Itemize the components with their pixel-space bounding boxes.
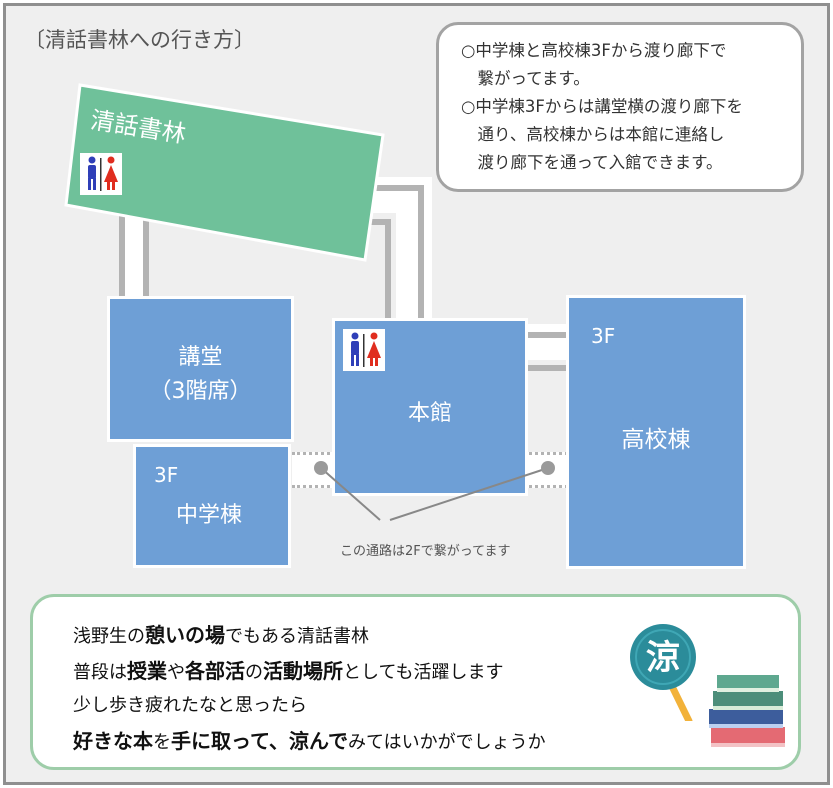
message-line-4: 好きな本を手に取って、涼んでみてはいかがでしょうか — [73, 729, 546, 753]
auditorium-label: 講堂 — [178, 345, 223, 370]
access-note: ○中学棟と高校棟3Fから渡り廊下で 繋がってます。 ○中学棟3Fからは講堂横の渡… — [436, 22, 804, 192]
high-school-label: 高校棟 — [621, 427, 691, 453]
passage-2f-left — [292, 452, 336, 488]
access-note-line: 渡り廊下を通って入館できます。 — [461, 153, 723, 172]
message-line-3: 少し歩き疲れたなと思ったら — [73, 695, 307, 716]
message-line-1: 浅野生の憩いの場でもある清話書林 — [73, 623, 369, 647]
auditorium-floor-note: （3階席） — [149, 379, 252, 404]
main-building: 本館 — [332, 318, 528, 496]
books-icon — [709, 675, 785, 747]
message-box: 浅野生の憩いの場でもある清話書林 普段は授業や各部活の活動場所としても活躍します… — [30, 594, 801, 770]
fan-icon-glyph: 涼 — [646, 638, 680, 678]
restroom-icon-library — [80, 153, 122, 195]
junior-high-building: 3F 中学棟 — [133, 444, 291, 568]
access-note-line: ○中学棟3Fからは講堂横の渡り廊下を — [461, 97, 743, 116]
access-note-line: 通り、高校棟からは本館に連絡し — [461, 125, 725, 144]
library-building — [64, 83, 385, 262]
access-note-line: ○中学棟と高校棟3Fから渡り廊下で — [461, 41, 727, 60]
passage-2f-label: この通路は2Fで繋がってます — [340, 544, 511, 559]
page-title: 〔清話書林への行き方〕 — [24, 28, 255, 52]
restroom-icon-main — [343, 329, 385, 371]
main-building-label: 本館 — [407, 401, 452, 426]
access-note-line: 繋がってます。 — [461, 69, 590, 88]
junior-high-floor: 3F — [154, 463, 179, 487]
auditorium-building: 講堂 （3階席） — [107, 296, 294, 442]
high-school-building: 3F 高校棟 — [566, 295, 746, 569]
junior-high-label: 中学棟 — [176, 503, 243, 528]
high-school-floor: 3F — [591, 324, 616, 348]
message-line-2: 普段は授業や各部活の活動場所としても活躍します — [73, 659, 504, 683]
fan-icon: 涼 — [630, 624, 696, 721]
